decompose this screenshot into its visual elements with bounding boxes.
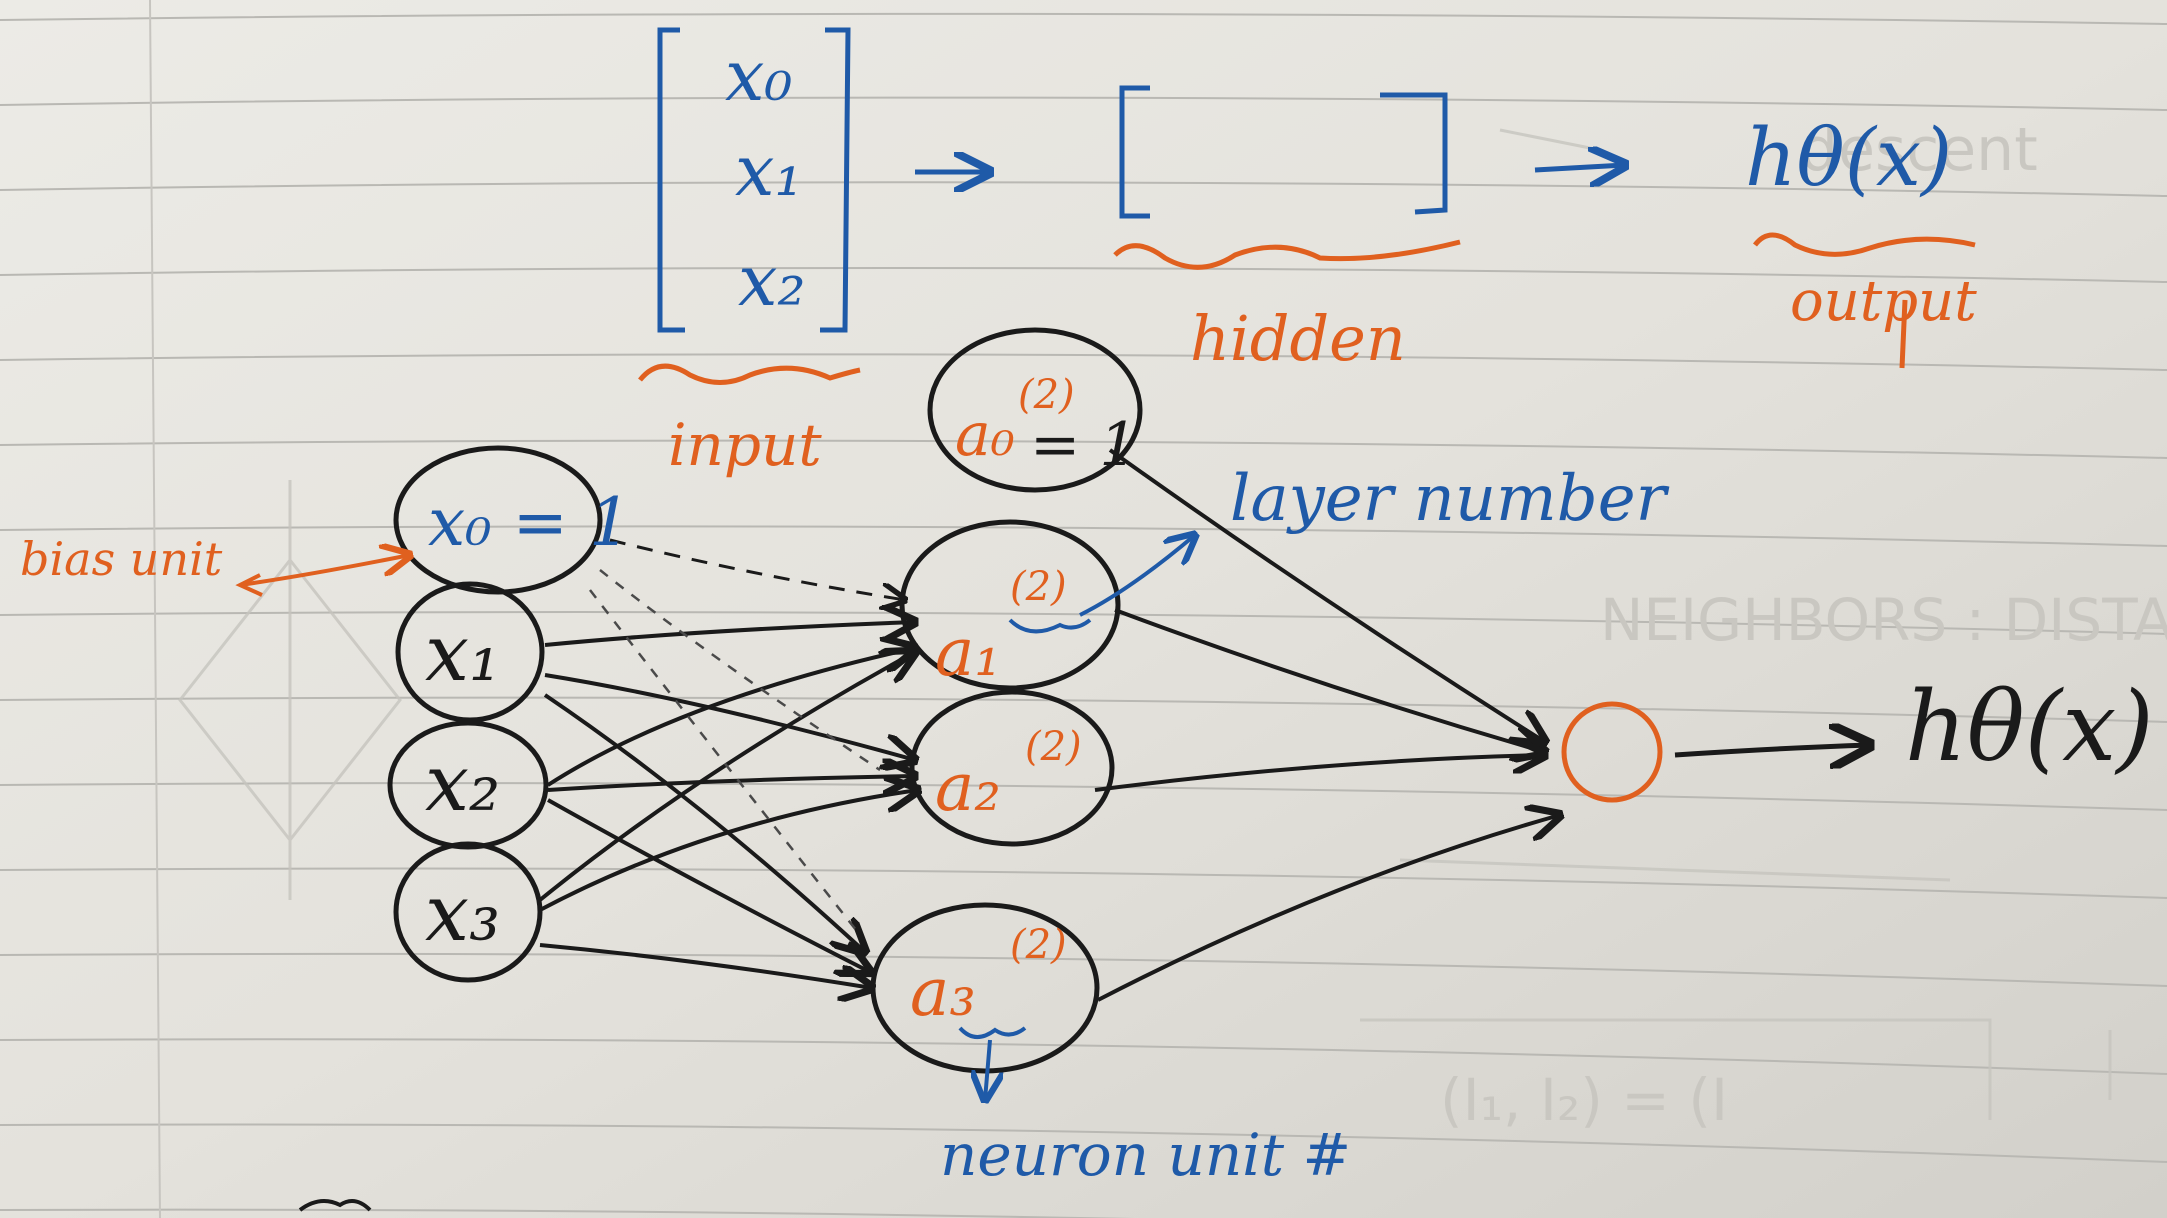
hidden-vector	[1119, 85, 1448, 219]
show-through-text-3: (I₁, I₂) = (I	[1440, 1066, 1728, 1134]
input-node-x0	[393, 445, 603, 595]
hidden-node-a2-sup: (2)	[1025, 724, 1082, 770]
input-node-x2-label: x₂	[425, 739, 500, 829]
show-through-text-2: NEIGHBORS : DISTANCE	[1600, 586, 2167, 654]
hidden-layer: a₀ (2) = 1 a₁ (2) a₂ (2) a₃ (2)	[870, 327, 1143, 1074]
show-through-ghost	[178, 128, 2112, 1120]
hidden-to-output-arrow	[1534, 165, 1625, 170]
bias-dashed-fan	[589, 569, 881, 936]
input-node-x1-label: x₁	[425, 609, 500, 699]
bias-unit-label: bias unit	[20, 532, 223, 586]
input-to-hidden-edges	[538, 622, 918, 988]
input-layer: x₀ = 1 x₁ x₂ x₃	[387, 445, 631, 983]
bias-unit-arrow	[239, 555, 410, 587]
neuron-unit-underline	[958, 1026, 1027, 1039]
bias-unit-arrow-tail	[235, 573, 263, 597]
hidden-node-a2-base: a₂	[935, 749, 1001, 826]
hidden-node-a0-base: a₀	[955, 400, 1015, 470]
margin-line	[149, 0, 161, 1218]
hidden-right-bracket	[1380, 92, 1448, 215]
hidden-caption: hidden	[1190, 302, 1406, 375]
corner-scribble	[298, 1199, 372, 1212]
neuron-unit-label: neuron unit #	[940, 1121, 1351, 1189]
input-node-x0-label: x₀ = 1	[428, 484, 631, 561]
input-left-bracket	[657, 27, 685, 333]
input-node-x3	[393, 841, 543, 983]
hidden-node-a3-sup: (2)	[1010, 922, 1067, 968]
input-node-x1	[395, 581, 545, 723]
input-x1: x₁	[735, 130, 803, 212]
top-output-symbol: hθ(x)	[1745, 111, 1952, 204]
network-output-symbol: hθ(x)	[1905, 671, 2154, 783]
hidden-node-a1	[899, 519, 1121, 691]
hidden-node-a0	[927, 327, 1143, 493]
output-underbrace	[1753, 232, 1976, 257]
input-node-x2	[387, 720, 549, 850]
bias-to-a1-dashed-edge	[609, 538, 905, 600]
neuron-unit-arrow	[985, 1039, 990, 1100]
hidden-node-a0-sup: (2)	[1018, 372, 1075, 418]
hidden-node-a0-suffix: = 1	[1030, 410, 1138, 480]
output-node-arrow	[1674, 745, 1870, 755]
input-x2: x₂	[738, 240, 806, 322]
output-caption-tail	[1899, 299, 1908, 369]
hidden-left-bracket	[1119, 85, 1150, 219]
layer-number-arrow	[1079, 535, 1195, 617]
hidden-node-a1-base: a₁	[935, 614, 1001, 691]
input-underbrace	[638, 363, 861, 385]
show-through-text-1: descent	[1800, 115, 2038, 185]
hidden-underbrace	[1113, 239, 1461, 270]
hidden-node-a2	[909, 689, 1115, 847]
input-right-bracket	[820, 27, 851, 333]
input-x0: x₀	[725, 35, 793, 117]
hidden-node-a1-sup: (2)	[1010, 564, 1067, 610]
input-caption: input	[668, 411, 822, 479]
input-node-x3-label: x₃	[425, 869, 500, 959]
hidden-node-a3-base: a₃	[910, 954, 976, 1031]
layer-number-label: layer number	[1230, 462, 1670, 536]
hidden-to-output-edges	[1094, 448, 1560, 1002]
layer-number-underline	[1008, 618, 1092, 634]
output-caption: output	[1790, 269, 1977, 334]
output-node	[1561, 701, 1663, 803]
input-vector: x₀ x₁ x₂	[657, 27, 851, 333]
